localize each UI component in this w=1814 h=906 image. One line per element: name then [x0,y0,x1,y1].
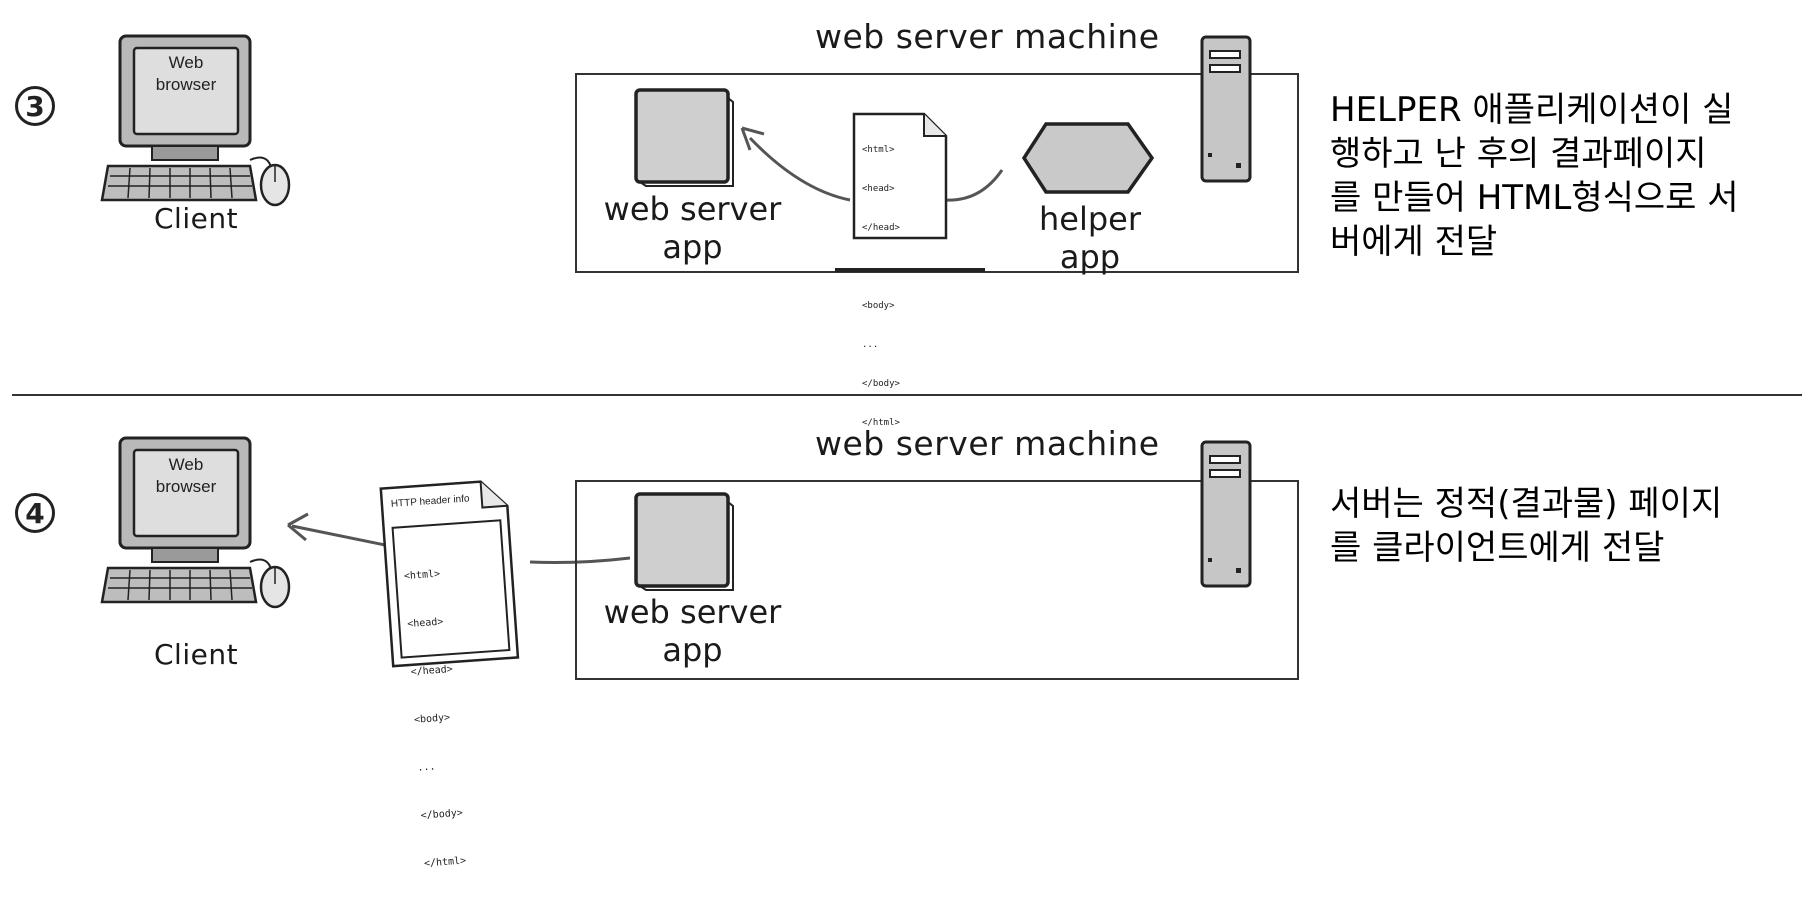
description-line: 를 클라이언트에게 전달 [1330,528,1665,568]
helper-app-icon [1021,122,1155,194]
screen-text-browser: browser [155,75,217,94]
doc-line: ... [862,340,879,350]
html-document-icon [852,112,948,240]
description-line: 행하고 난 후의 결과페이지 [1330,134,1707,174]
doc-line: </html> [862,418,900,428]
client-screen-label: Web browser [134,52,238,96]
web-server-app-label-line1: web server [603,593,782,631]
screen-text-web: Web [168,455,204,474]
client-computer-icon [100,34,291,207]
machine-title: web server machine [815,424,1160,463]
response-arrow [740,126,1004,202]
web-server-app-label: web server app [600,190,785,266]
web-server-app-icon [634,492,734,591]
web-server-app-label-line1: web server [603,190,782,228]
http-response-document: HTTP header info <html> <head> </head> <… [376,476,524,869]
doc-line: <head> [862,184,895,194]
doc-line: </body> [420,807,464,822]
description-line: 서버는 정적(결과물) 페이지 [1330,484,1723,524]
web-server-app-label-line2: app [662,631,723,669]
client-computer-icon [100,436,291,609]
client-screen-label: Web browser [134,454,238,498]
step-4-number: 4 [15,493,55,533]
step-3-number: 3 [15,86,55,126]
step-4-description: 서버는 정적(결과물) 페이지 를 클라이언트에게 전달 [1330,482,1810,570]
http-document-icon [379,480,520,668]
html-document-text: <html> <head> </head> <body> ... </body>… [862,118,900,443]
doc-line: </head> [410,664,454,678]
helper-app-label: helper app [1038,200,1141,276]
web-server-app-label-line2: app [662,228,723,266]
client-label: Client [154,202,239,235]
description-line: HELPER 애플리케이션이 실 [1330,90,1734,130]
screen-text-web: Web [168,53,204,72]
doc-line: </html> [423,855,467,870]
server-tower-icon [1200,440,1252,588]
doc-line: <html> [403,568,441,583]
web-server-app-label: web server app [600,593,785,669]
description-line: 를 만들어 HTML형식으로 서 [1330,178,1739,218]
doc-line: </head> [862,223,900,233]
doc-line: </body> [862,379,900,389]
doc-line: <body> [413,712,451,726]
step-3-description: HELPER 애플리케이션이 실 행하고 난 후의 결과페이지 를 만들어 HT… [1330,88,1810,264]
doc-line: ... [417,761,436,774]
description-line: 버에게 전달 [1330,222,1498,262]
web-server-machine-box [575,480,1299,680]
server-tower-icon [1200,35,1252,183]
web-server-app-icon [634,88,734,187]
web-server-machine-box [575,73,1299,273]
doc-line: <body> [862,301,895,311]
machine-title: web server machine [815,17,1160,56]
client-label: Client [154,638,239,671]
screen-text-browser: browser [155,477,217,496]
box-bottom-accent [835,268,985,272]
doc-line [862,261,900,274]
response-to-client-arrow [287,512,631,564]
section-divider [12,394,1802,396]
doc-line: <head> [406,616,444,631]
doc-line: <html> [862,145,895,155]
